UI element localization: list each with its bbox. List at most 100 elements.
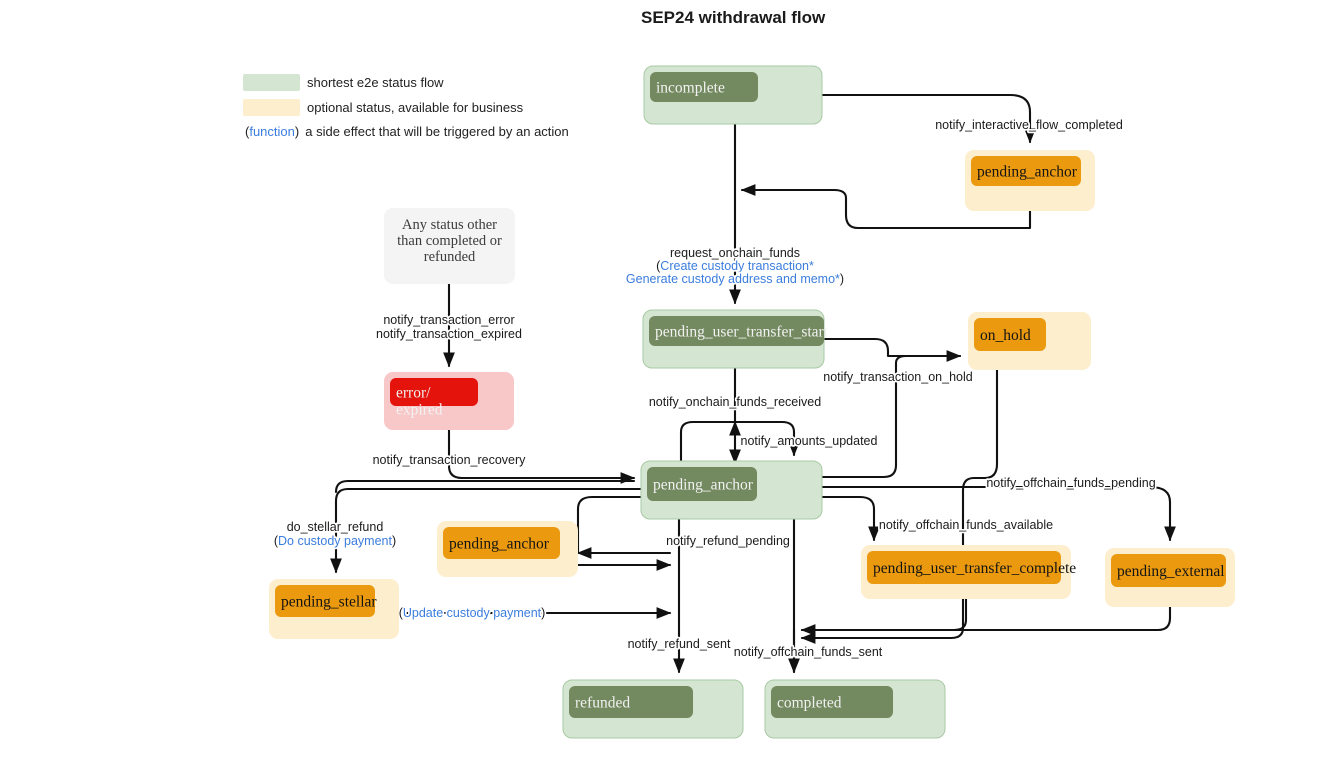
edge-label-notify_transaction_on_hold: notify_transaction_on_hold [823,370,972,384]
node-pending_stellar[interactable]: pending_stellar [269,579,399,639]
edge-on_hold-to-down [800,368,999,644]
edge-label-do_custody_payment: (Do custody payment) [274,534,396,548]
node-label: completed [777,695,842,712]
edge-pending_user_transfer-to-on_hold [822,337,962,362]
edge-pending_anchor_center-to-offchain_avail [820,495,880,542]
legend-label: optional status, available for business [307,100,524,115]
node-badge [771,686,893,718]
node-pending_external[interactable]: pending_external [1105,548,1235,607]
node-body [384,208,515,284]
node-label: pending_stellar [281,594,377,611]
edge-label-notify_interactive_flow_completed: notify_interactive_flow_completed [935,118,1123,132]
edge-label-notify_offchain_funds_pending: notify_offchain_funds_pending [986,476,1155,490]
edge-pending_external-down [800,605,1172,636]
edge-pending_anchor_self_right [733,420,800,457]
edge-pending_anchor_center-to-refund_node [576,495,643,555]
node-badge [275,585,375,617]
edge-pending_anchor_self_left [679,420,737,463]
legend-function-text: (function)a side effect that will be tri… [245,124,569,139]
edge-label-halo: notify_offchain_funds_available [879,518,1053,532]
node-pending_user_transfer_start[interactable]: pending_user_transfer_start [642,309,829,369]
legend-swatch [243,74,300,91]
edge-label-halo: (Do custody payment) [274,534,396,548]
edge-label-request_onchain_funds: request_onchain_funds [670,246,800,260]
node-label: pending_user_transfer_start [655,324,829,341]
node-on_hold[interactable]: on_hold [968,312,1091,370]
node-pending_anchor_refund[interactable]: pending_anchor [437,521,578,577]
edge-pending_anchor_center-to-stellar [330,487,643,574]
edge-label-halo: notify_transaction_expired [376,327,522,341]
node-badge [647,467,757,501]
edge-label-notify_transaction_expired: notify_transaction_expired [376,327,522,341]
edge-label-halo: do_stellar_refund [287,520,384,534]
legend-label: shortest e2e status flow [307,75,444,90]
legend: shortest e2e status flow optional status,… [243,74,569,139]
node-badge [650,72,758,102]
edge-error-to-pending_anchor_center [447,428,636,484]
edge-label-halo: notify_onchain_funds_received [649,395,821,409]
node-error_expired[interactable]: error/expired [384,372,514,430]
node-incomplete[interactable]: incomplete [643,65,823,125]
node-label: pending_anchor [653,477,754,494]
edge-pending_anchor_center-to-on_hold [820,354,962,479]
node-pending_anchor_top[interactable]: pending_anchor [965,150,1095,211]
legend-swatch [243,99,300,116]
edge-label-halo: notify_transaction_recovery [373,453,527,467]
edge-label-halo: notify_refund_sent [628,637,731,651]
node-completed[interactable]: completed [764,679,946,739]
edge-label-halo: (Update custody payment) [399,606,546,620]
edge-label-halo: notify_offchain_funds_pending [986,476,1155,490]
node-label: refunded [575,695,630,712]
node-label: pending_anchor [449,536,550,553]
edge-layer [330,93,1176,674]
page-title: SEP24 withdrawal flow [641,8,826,27]
edge-label-create_custody_transaction: (Create custody transaction* [656,259,814,273]
edge-label-notify_onchain_funds_received: notify_onchain_funds_received [649,395,821,409]
edge-label-halo: (Create custody transaction* [656,259,814,273]
edge-label-halo: notify_interactive_flow_completed [935,118,1123,132]
edge-label-generate_custody_address: Generate custody address and memo*) [626,272,844,286]
edge-label-notify_transaction_error: notify_transaction_error [383,313,514,327]
edge-label-halo: Generate custody address and memo*) [626,272,844,286]
node-badge [443,527,560,559]
legend-item-0: shortest e2e status flow [243,74,444,91]
edge-label-halo: notify_transaction_on_hold [823,370,972,384]
node-badge [649,316,824,346]
node-refunded[interactable]: refunded [562,679,744,739]
edge-pending_anchor_top-to-incomplete [740,184,1032,230]
edge-label-notify_amounts_updated: notify_amounts_updated [741,434,878,448]
edge-pending_anchor_center-to-offchain_pending [820,485,1176,542]
edge-put-to-pending_anchor_center [334,479,636,494]
node-label: error/expired [396,385,443,419]
edge-label-layer: notify_interactive_flow_completed notify_… [272,116,1157,660]
node-pending_user_transfer_complete[interactable]: pending_user_transfer_complete [861,545,1076,599]
edge-label-halo: notify_transaction_error [383,313,514,327]
node-label: incomplete [656,80,725,97]
node-badge [1111,554,1226,587]
node-label: on_hold [980,327,1031,344]
node-label: pending_user_transfer_complete [873,560,1076,577]
edge-label-notify_offchain_funds_sent: notify_offchain_funds_sent [734,645,883,659]
edge-label-notify_transaction_recovery: notify_transaction_recovery [373,453,527,467]
edge-label-halo: notify_offchain_funds_sent [734,645,883,659]
legend-function-note: (function)a side effect that will be tri… [245,124,569,139]
node-pending_anchor_center[interactable]: pending_anchor [640,460,823,520]
edge-label-update_custody_payment: (Update custody payment) [399,606,546,620]
edge-incomplete-to-pending_anchor_top [820,93,1036,144]
node-badge [569,686,693,718]
node-badge [867,551,1061,584]
node-badge [974,318,1046,351]
node-badge [390,378,478,406]
edge-label-halo: request_onchain_funds [670,246,800,260]
node-badge [971,156,1081,186]
node-label: pending_external [1117,563,1225,580]
edge-pending_user_transfer_complete-down [800,597,968,632]
edge-label-notify_refund_pending: notify_refund_pending [666,534,790,548]
edge-label-halo: notify_amounts_updated [741,434,878,448]
edge-label-notify_refund_sent: notify_refund_sent [628,637,731,651]
